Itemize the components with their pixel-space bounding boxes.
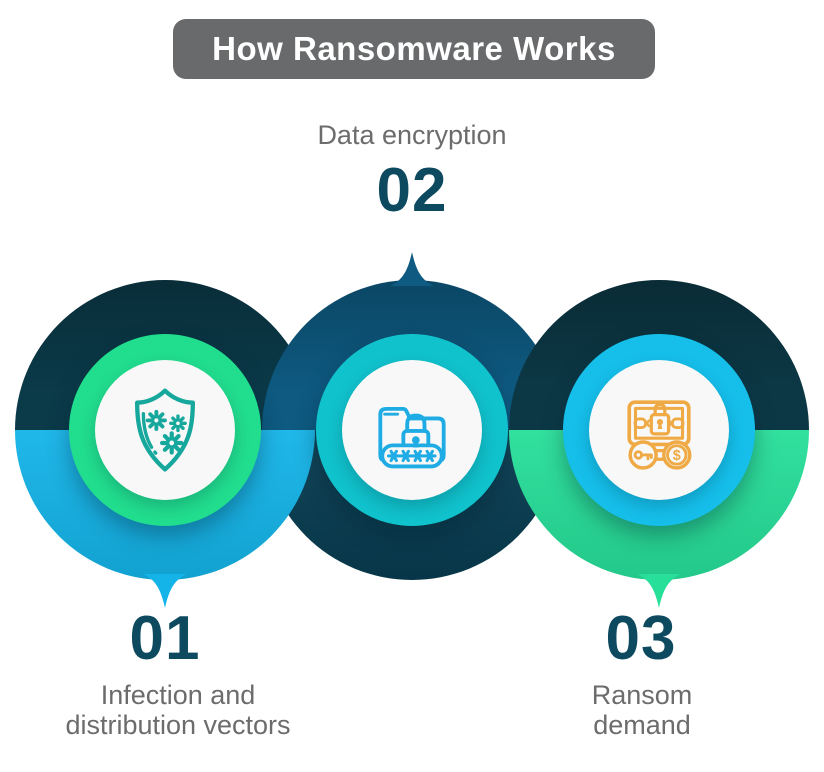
step2-caption: Data encryption (262, 120, 562, 150)
caption-line: distribution vectors (65, 710, 291, 740)
svg-text:$: $ (673, 448, 681, 464)
caption-line: Infection and (100, 680, 256, 710)
page-title: How Ransomware Works (212, 30, 616, 67)
step1-number: 01 (129, 604, 201, 673)
step2-pointer-tail (390, 252, 434, 286)
caption-line: Ransom (591, 680, 693, 710)
title-banner: How Ransomware Works (173, 19, 655, 79)
caption-line: demand (593, 710, 691, 740)
encrypted-folder-icon (378, 406, 446, 469)
shield-malware-icon (135, 388, 195, 472)
step3-caption: Ransom demand (492, 680, 792, 740)
step2-number: 02 (376, 156, 448, 225)
ransom-payment-icon: $ (627, 400, 692, 470)
step1-pointer-tail (143, 574, 187, 608)
step3-pointer-tail (637, 574, 681, 608)
caption-line: Data encryption (317, 120, 507, 150)
step1-caption: Infection and distribution vectors (28, 680, 328, 740)
step1-inner-circle (95, 360, 235, 500)
step3-number: 03 (605, 604, 677, 673)
